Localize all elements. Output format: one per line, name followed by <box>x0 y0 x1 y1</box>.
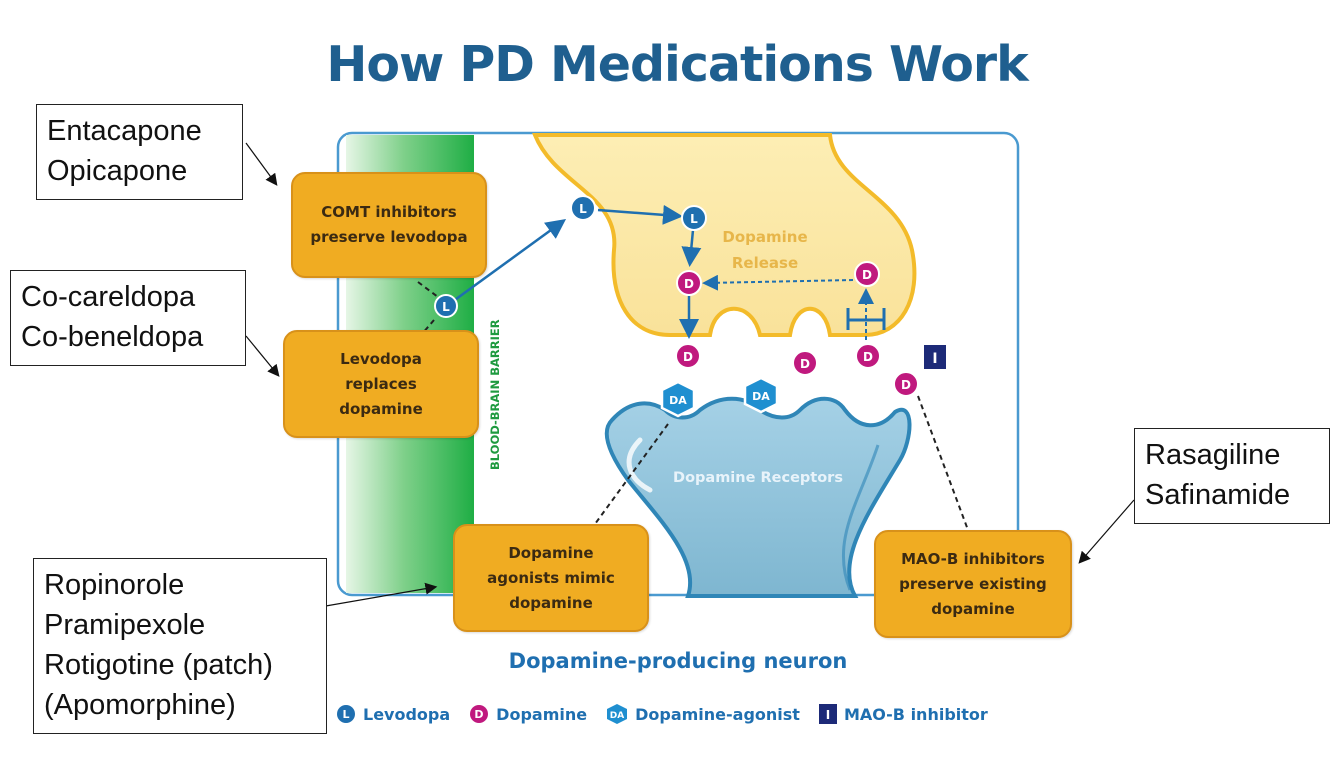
agonist-icon: DA <box>607 704 628 724</box>
svg-text:L: L <box>342 708 349 721</box>
levodopa-path-arrow <box>451 219 567 304</box>
levodopa-molecule: L <box>570 195 596 221</box>
svg-text:L: L <box>442 300 450 314</box>
neuron-label: Dopamine-producing neuron <box>509 649 848 673</box>
barrier-label: BLOOD-BRAIN BARRIER <box>488 319 502 470</box>
legend-item-maob: I MAO-B inhibitor <box>818 703 988 725</box>
drug-name: Entacapone <box>47 115 202 147</box>
maob-drug-arrow <box>1078 499 1135 564</box>
levodopa-molecule: L <box>681 205 707 231</box>
reuptake-arrow <box>702 274 854 291</box>
dopamine-agonists-text: Dopamine agonists mimic dopamine <box>487 543 615 612</box>
receptors-label: Dopamine Receptors <box>673 470 843 486</box>
levodopa-icon: L <box>337 705 355 723</box>
svg-text:D: D <box>901 378 911 392</box>
legend: L Levodopa D Dopamine DA Dopamine-agonis… <box>335 703 1006 725</box>
agonist-molecule: DA <box>743 376 779 414</box>
postsynaptic-neuron <box>604 396 912 598</box>
maob-drugs-box: Rasagiline Safinamide <box>1134 428 1330 524</box>
dopamine-molecule: D <box>792 350 818 376</box>
levodopa-molecule: L <box>434 294 458 318</box>
receptor-highlight <box>626 437 653 493</box>
svg-text:DA: DA <box>669 394 687 407</box>
levodopa-drugs-box: Co-careldopa Co-beneldopa <box>10 270 246 366</box>
legend-label: MAO-B inhibitor <box>843 704 988 724</box>
svg-text:I: I <box>932 351 937 367</box>
legend-label: Dopamine-agonist <box>635 704 800 724</box>
maob-connector <box>917 395 969 531</box>
legend-item-agonist: DA Dopamine-agonist <box>605 703 800 725</box>
comt-connector <box>417 281 443 301</box>
dopamine-molecule: D <box>676 270 702 296</box>
maob-inhibitors-box: MAO-B inhibitors preserve existing dopam… <box>874 530 1072 638</box>
dopamine-molecule: D <box>893 371 919 397</box>
drug-name: (Apomorphine) <box>44 689 236 721</box>
drug-name: Co-careldopa <box>21 281 196 313</box>
drug-name: Pramipexole <box>44 609 206 641</box>
legend-label: Levodopa <box>363 704 451 724</box>
dopamine-molecule: D <box>854 261 880 287</box>
drug-name: Co-beneldopa <box>21 321 204 353</box>
comt-drug-arrow <box>245 142 278 186</box>
drug-name: Ropinorole <box>44 569 185 601</box>
svg-text:L: L <box>690 212 698 226</box>
levodopa-connector <box>421 319 435 335</box>
dopamine-agonists-box: Dopamine agonists mimic dopamine <box>453 524 649 632</box>
legend-item-dopamine: D Dopamine <box>468 703 587 725</box>
legend-item-levodopa: L Levodopa <box>335 703 450 725</box>
maob-inhibitor-symbol: I <box>924 345 946 369</box>
drug-name: Rasagiline <box>1145 439 1281 471</box>
svg-text:D: D <box>475 708 484 721</box>
transporter-bracket <box>846 308 886 330</box>
svg-text:D: D <box>862 268 872 282</box>
svg-text:DA: DA <box>752 390 770 403</box>
conversion-arrow <box>681 229 702 267</box>
svg-text:I: I <box>826 708 830 722</box>
levodopa-drug-arrow <box>245 335 280 377</box>
dopamine-molecule: D <box>675 343 701 369</box>
svg-text:DA: DA <box>610 711 624 721</box>
legend-label: Dopamine <box>496 704 588 724</box>
agonist-connector <box>594 423 669 525</box>
comt-drugs-box: Entacapone Opicapone <box>36 104 243 200</box>
svg-text:D: D <box>683 350 693 364</box>
maob-inhibitors-text: MAO-B inhibitors preserve existing dopam… <box>899 549 1047 618</box>
drug-name: Safinamide <box>1145 479 1291 511</box>
drug-name: Rotigotine (patch) <box>44 649 273 681</box>
svg-text:D: D <box>800 357 810 371</box>
dopamine-molecule: D <box>855 343 881 369</box>
presynaptic-terminal <box>532 133 917 337</box>
release-label-line1: Dopamine <box>722 228 807 246</box>
page-title: How PD Medications Work <box>326 36 1028 93</box>
maob-icon: I <box>818 704 837 724</box>
agonist-drugs-box: Ropinorole Pramipexole Rotigotine (patch… <box>33 558 327 734</box>
svg-text:D: D <box>684 277 694 291</box>
levodopa-box: Levodopa replaces dopamine <box>283 330 479 438</box>
release-label-line2: Release <box>732 254 798 272</box>
svg-text:L: L <box>579 202 587 216</box>
comt-inhibitors-box: COMT inhibitors preserve levodopa <box>291 172 487 278</box>
dopamine-icon: D <box>470 705 489 723</box>
agonist-molecule: DA <box>660 380 696 418</box>
levodopa-entry-arrow <box>597 204 683 225</box>
drug-name: Opicapone <box>47 155 188 187</box>
svg-text:D: D <box>863 350 873 364</box>
comt-inhibitors-text: COMT inhibitors preserve levodopa <box>310 203 468 246</box>
levodopa-text: Levodopa replaces dopamine <box>339 349 423 418</box>
receptor-shadow <box>841 444 880 591</box>
